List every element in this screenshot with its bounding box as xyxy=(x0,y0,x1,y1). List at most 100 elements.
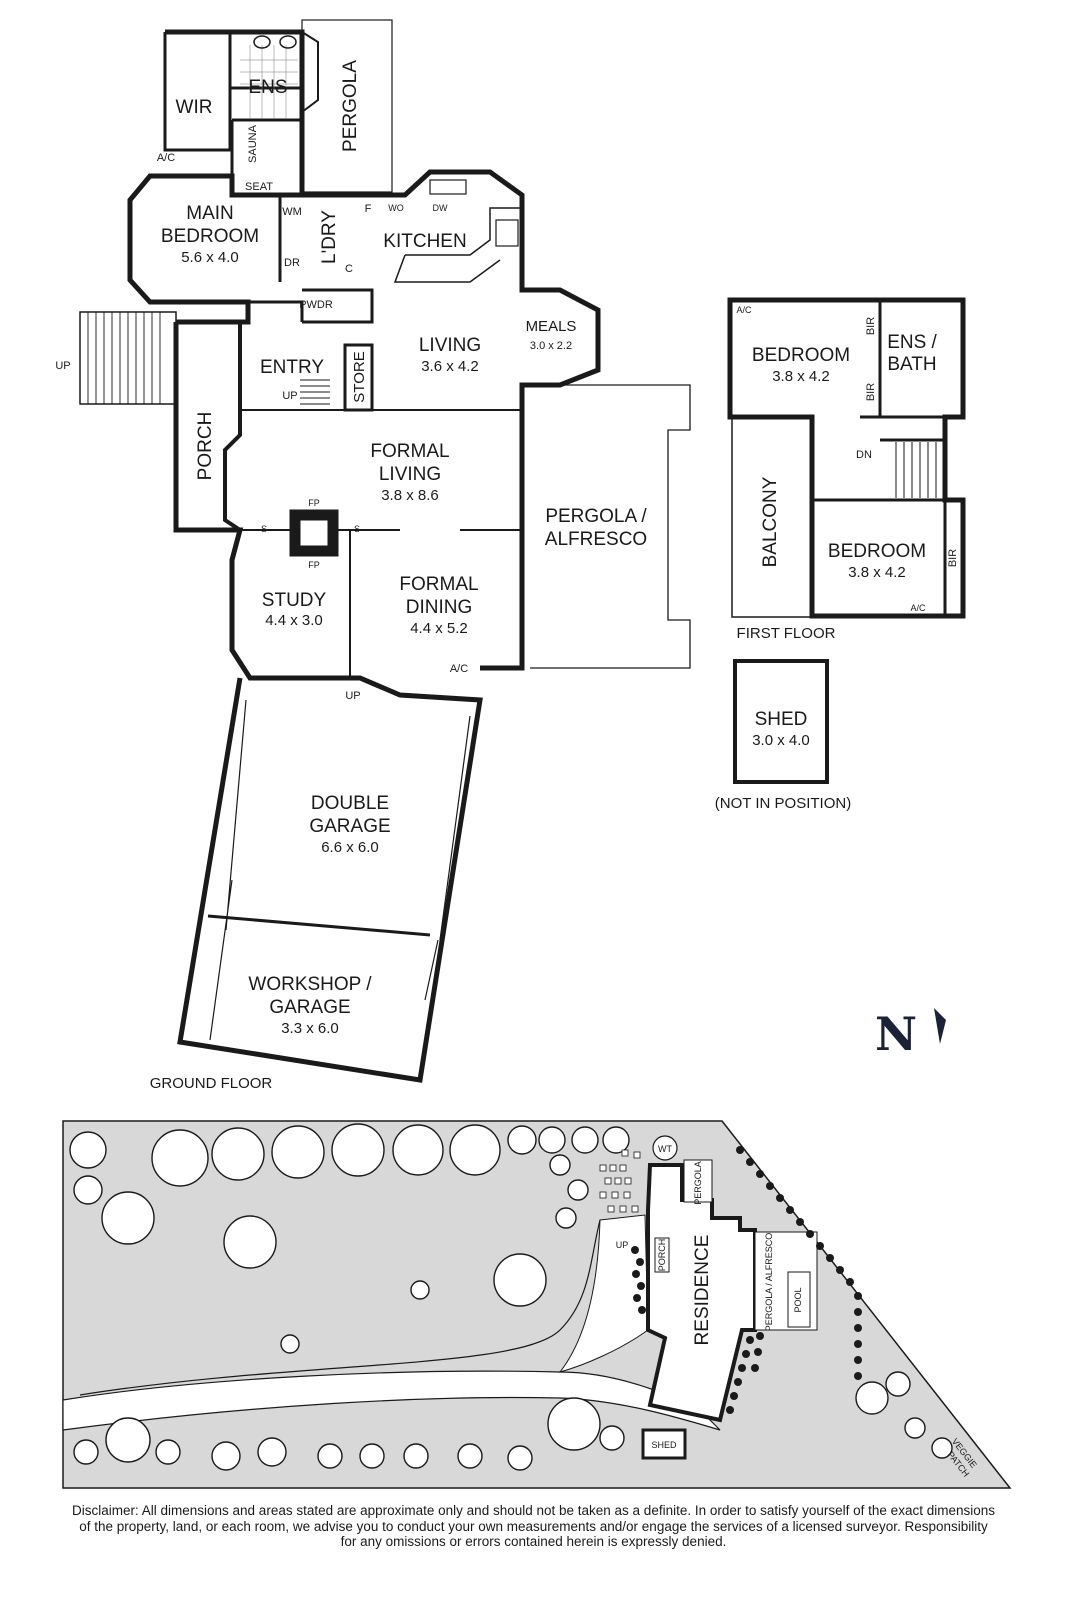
first-floor-caption: FIRST FLOOR xyxy=(737,625,836,642)
residence-label: RESIDENCE xyxy=(692,1235,713,1346)
double-garage-label-2: GARAGE xyxy=(309,816,390,837)
meals-size: 3.0 x 2.2 xyxy=(530,340,572,352)
tree-icon xyxy=(69,1131,107,1169)
first-floor-stair xyxy=(895,442,937,498)
first-floor-ac-label: A/C xyxy=(910,603,926,613)
tree-icon xyxy=(359,1443,385,1469)
tree-icon xyxy=(567,1179,589,1201)
entry-wall xyxy=(246,195,374,412)
tree-icon xyxy=(101,1191,155,1245)
tree-icon xyxy=(403,1443,429,1469)
tree-icon xyxy=(571,1126,599,1154)
north-arrow-icon xyxy=(934,1008,946,1044)
ground-floor-plan xyxy=(79,19,691,1083)
site-pergola xyxy=(683,1159,713,1203)
pergola-top-label: PERGOLA xyxy=(340,60,361,152)
site-shed xyxy=(641,1428,687,1460)
floor-plan-drawing: MAIN BEDROOM 5.6 x 4.0 WIR ENS PERGOLA S… xyxy=(55,19,1012,1489)
ac-label: A/C xyxy=(157,152,175,164)
tree-icon xyxy=(280,1334,300,1354)
fireplace-hearth xyxy=(299,519,329,547)
tree-icon xyxy=(885,1371,911,1397)
main-bedroom-wall xyxy=(127,29,305,325)
tree-icon xyxy=(555,1207,577,1229)
tree-icon xyxy=(73,1439,99,1465)
fridge-label: F xyxy=(365,203,372,215)
site-hedges xyxy=(631,1146,862,1414)
sauna-label: SAUNA xyxy=(247,124,259,163)
lawn-area xyxy=(558,1214,649,1373)
tree-icon xyxy=(904,1417,926,1439)
tree-icon xyxy=(331,1123,385,1177)
main-bedroom-label-1: MAIN xyxy=(186,203,234,224)
tree-icon xyxy=(457,1443,483,1469)
shed-size: 3.0 x 4.0 xyxy=(752,732,810,749)
disclaimer-line: of the property, land, or each room, we … xyxy=(79,1518,988,1534)
seat-label: SEAT xyxy=(245,181,273,193)
ensuite-tiles xyxy=(240,45,298,118)
tree-icon xyxy=(507,1445,533,1471)
ens-bath-label-2: BATH xyxy=(887,354,936,375)
shed-outline xyxy=(733,659,829,784)
tree-icon xyxy=(211,1441,241,1471)
entry-label: ENTRY xyxy=(260,357,324,378)
porch-label: PORCH xyxy=(195,412,216,481)
site-plan xyxy=(62,1120,1012,1489)
kitchen-bench xyxy=(393,207,520,283)
site-boundary xyxy=(62,1120,1012,1489)
shelf-label: S xyxy=(261,524,267,534)
pergola-alfresco-label-2: ALFRESCO xyxy=(545,529,647,550)
store-label: STORE xyxy=(351,351,368,402)
dining-ac-label: A/C xyxy=(450,663,468,675)
first-floor-plan xyxy=(727,297,966,784)
porch-wall xyxy=(174,320,242,532)
kitchen-label: KITCHEN xyxy=(383,231,466,252)
shelf-label: S xyxy=(354,524,360,534)
tree-icon xyxy=(211,1127,265,1181)
tree-icon xyxy=(73,1175,103,1205)
stair-up-label: UP xyxy=(282,390,297,402)
disclaimer-line: for any omissions or errors contained he… xyxy=(340,1534,727,1549)
tree-icon xyxy=(538,1126,566,1154)
balcony-outline xyxy=(731,416,813,618)
tree-icon xyxy=(855,1381,889,1415)
wm-label: WM xyxy=(282,206,302,218)
meals-label: MEALS xyxy=(526,318,577,335)
formal-dining-size: 4.4 x 5.2 xyxy=(410,620,468,637)
stair-down-label: DN xyxy=(856,449,872,461)
tree-icon xyxy=(392,1124,444,1176)
site-pavers xyxy=(599,1149,641,1213)
fireplace-label-bottom: FP xyxy=(308,560,320,570)
formal-living-label-2: LIVING xyxy=(379,464,441,485)
tree-icon xyxy=(507,1125,537,1155)
tree-icon xyxy=(549,1154,571,1176)
living-label: LIVING xyxy=(419,335,481,356)
basin-icon xyxy=(279,35,297,49)
tree-icon xyxy=(257,1437,287,1467)
site-shed-label: SHED xyxy=(651,1440,677,1450)
ensuite-wall xyxy=(163,32,302,176)
wall-oven-label: WO xyxy=(388,203,404,213)
formal-living-label-1: FORMAL xyxy=(370,441,449,462)
site-porch-label: PORCH xyxy=(657,1239,667,1272)
garage-door-right xyxy=(424,715,471,1001)
north-label: N xyxy=(875,1007,917,1061)
bedroom2-label: BEDROOM xyxy=(828,541,926,562)
formal-living-size: 3.8 x 8.6 xyxy=(381,487,439,504)
site-alfresco-label: PERGOLA / ALFRESCO xyxy=(764,1233,774,1332)
pergola-top xyxy=(301,19,393,193)
water-tank xyxy=(652,1135,678,1161)
tree-icon xyxy=(410,1280,430,1300)
bir-label: BIR xyxy=(865,383,877,401)
powder-room-label: PWDR xyxy=(299,299,333,311)
main-bedroom-size: 5.6 x 4.0 xyxy=(181,249,239,266)
balcony-label: BALCONY xyxy=(760,476,781,567)
shed-label: SHED xyxy=(755,709,808,730)
tree-icon xyxy=(155,1439,181,1465)
wir-label: WIR xyxy=(176,97,213,118)
laundry-label: L'DRY xyxy=(319,210,340,264)
site-pool xyxy=(787,1271,811,1328)
workshop-size: 3.3 x 6.0 xyxy=(281,1020,339,1037)
fireplace-label-top: FP xyxy=(308,498,320,508)
double-garage-label-1: DOUBLE xyxy=(311,793,389,814)
